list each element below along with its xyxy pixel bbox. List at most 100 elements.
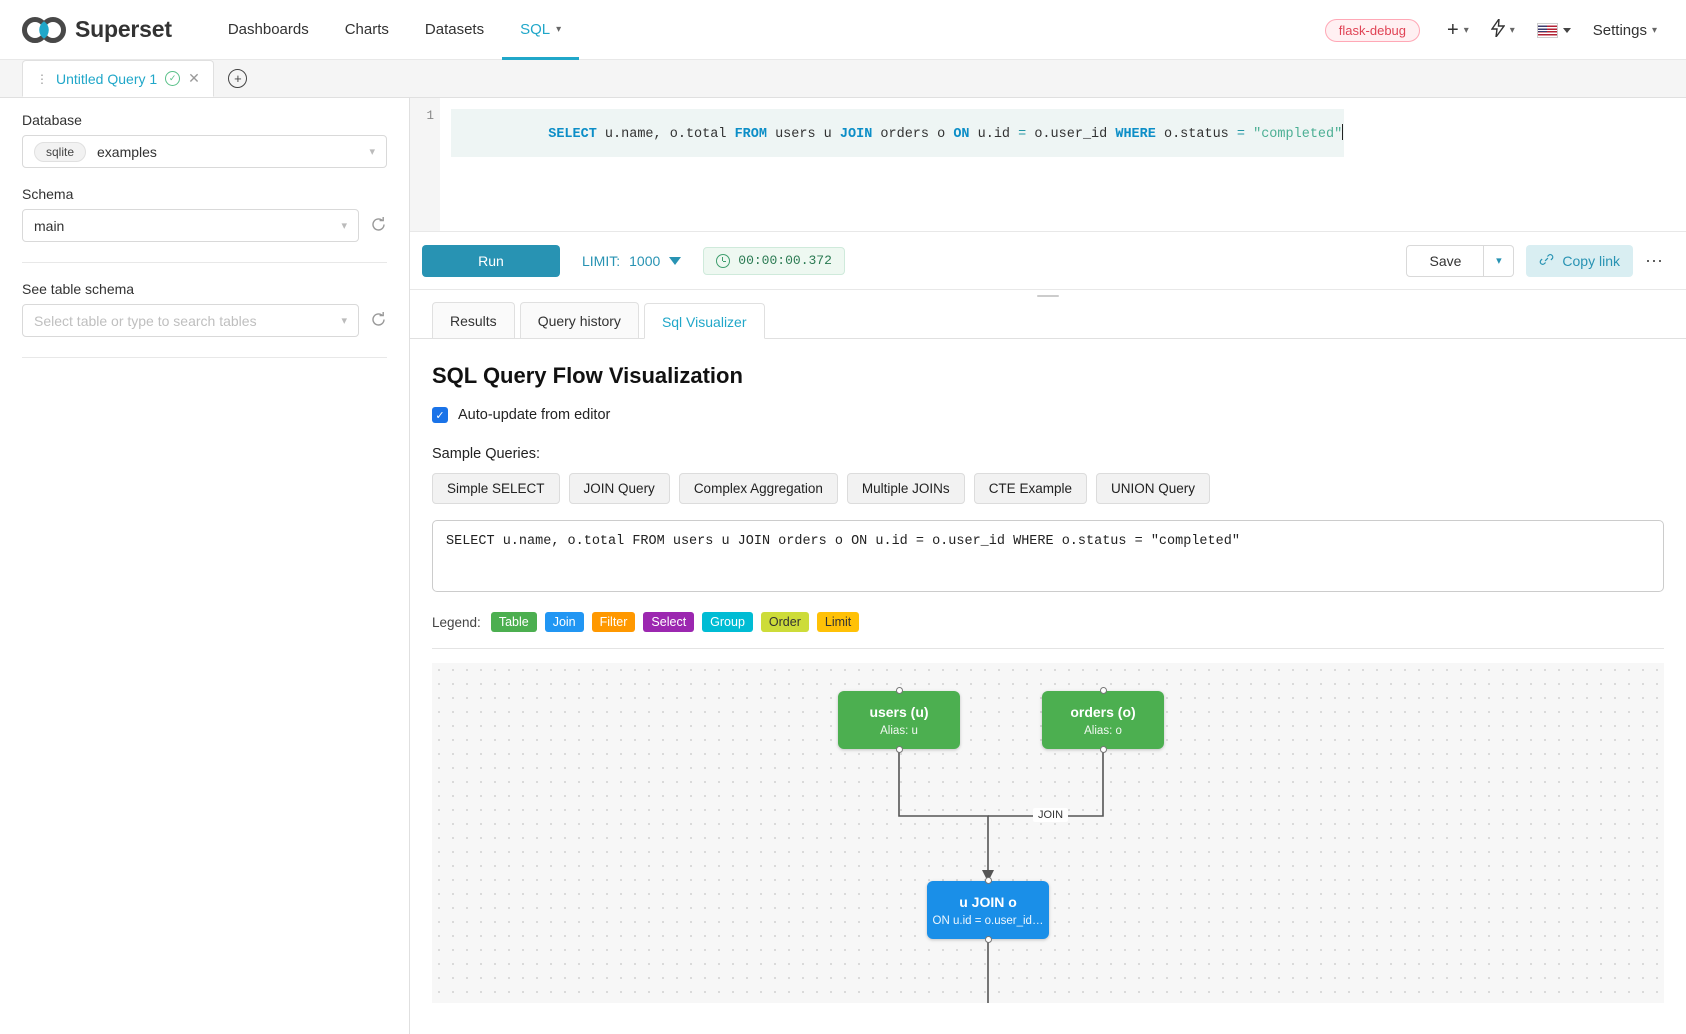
settings-menu-button[interactable]: Settings ▾ bbox=[1584, 0, 1666, 60]
drag-handle-icon[interactable]: ⋮ bbox=[36, 71, 48, 86]
nav-label: Charts bbox=[344, 20, 389, 38]
node-handle-top bbox=[1099, 687, 1107, 694]
query-input-textarea[interactable] bbox=[432, 520, 1664, 592]
schema-select[interactable]: main ▾ bbox=[22, 209, 359, 242]
nav-link-dashboards[interactable]: Dashboards bbox=[210, 0, 327, 60]
table-row: Select table or type to search tables ▾ bbox=[22, 304, 387, 337]
sample-query-buttons: Simple SELECT JOIN Query Complex Aggrega… bbox=[432, 473, 1664, 504]
table-schema-label: See table schema bbox=[22, 281, 135, 297]
panel-divider-2 bbox=[22, 357, 387, 358]
legend-chip-join: Join bbox=[544, 612, 584, 632]
caret-down-icon bbox=[1562, 27, 1571, 33]
nav-links: Dashboards Charts Datasets SQL ▾ bbox=[210, 0, 579, 60]
auto-update-checkbox[interactable]: ✓ bbox=[432, 407, 448, 423]
sample-queries-label: Sample Queries: bbox=[432, 446, 540, 462]
tab-results[interactable]: Results bbox=[432, 302, 515, 338]
tab-query-history[interactable]: Query history bbox=[519, 302, 639, 338]
sample-button-union-query[interactable]: UNION Query bbox=[1095, 473, 1210, 504]
caret-down-icon bbox=[669, 256, 682, 265]
limit-dropdown[interactable]: LIMIT: 1000 bbox=[582, 252, 682, 269]
page-title: SQL Query Flow Visualization bbox=[432, 363, 743, 388]
pane-resizer[interactable] bbox=[410, 290, 1686, 302]
node-title: u JOIN o bbox=[959, 893, 1017, 910]
brand-text: Superset bbox=[75, 16, 172, 42]
language-menu-button[interactable] bbox=[1528, 0, 1580, 60]
token-space bbox=[1245, 127, 1253, 142]
tab-sql-visualizer[interactable]: Sql Visualizer bbox=[643, 303, 765, 339]
refresh-tables-icon[interactable] bbox=[370, 311, 387, 331]
save-button[interactable]: Save bbox=[1406, 244, 1485, 277]
add-query-tab-button[interactable]: + bbox=[214, 60, 262, 97]
node-handle-bottom bbox=[895, 746, 903, 753]
database-engine-pill: sqlite bbox=[34, 141, 87, 162]
query-tab[interactable]: ⋮ Untitled Query 1 ✓ ✕ bbox=[22, 60, 214, 97]
sample-button-join-query[interactable]: JOIN Query bbox=[568, 473, 670, 504]
table-select[interactable]: Select table or type to search tables ▾ bbox=[22, 304, 359, 337]
flask-debug-badge: flask-debug bbox=[1324, 18, 1421, 42]
copy-link-label: Copy link bbox=[1562, 252, 1620, 269]
status-check-icon: ✓ bbox=[165, 71, 181, 86]
flow-canvas[interactable]: JOIN users (u) Alias: u orders (o) Alias… bbox=[432, 663, 1664, 1003]
sql-visualizer-panel: SQL Query Flow Visualization ✓ Auto-upda… bbox=[410, 339, 1686, 1034]
chevron-down-icon: ▾ bbox=[341, 220, 347, 232]
token-eq1: = bbox=[1018, 127, 1027, 142]
toolbar-right: Save ▾ Copy link ⋯ bbox=[1406, 244, 1664, 277]
nav-link-sql[interactable]: SQL ▾ bbox=[502, 0, 579, 60]
query-timer: 00:00:00.372 bbox=[703, 246, 845, 275]
query-tab-label: Untitled Query 1 bbox=[56, 70, 158, 87]
new-menu-button[interactable]: + ▾ bbox=[1438, 0, 1478, 60]
chevron-down-icon: ▾ bbox=[341, 315, 347, 327]
sql-editor[interactable]: 1 SELECT u.name, o.total FROM users u JO… bbox=[410, 98, 1686, 232]
legend: Legend: Table Join Filter Select Group O… bbox=[432, 612, 1664, 632]
bolt-menu-button[interactable]: ▾ bbox=[1482, 0, 1524, 60]
token-uid: u.id bbox=[969, 127, 1019, 142]
more-options-icon[interactable]: ⋯ bbox=[1645, 250, 1664, 271]
chevron-down-icon: ▾ bbox=[1496, 255, 1502, 267]
save-dropdown-button[interactable]: ▾ bbox=[1484, 244, 1515, 277]
editor-code-area[interactable]: SELECT u.name, o.total FROM users u JOIN… bbox=[440, 98, 1686, 231]
edge-label-join: JOIN bbox=[1033, 808, 1069, 822]
nav-link-charts[interactable]: Charts bbox=[327, 0, 407, 60]
refresh-schema-icon[interactable] bbox=[370, 216, 387, 236]
sample-button-complex-aggregation[interactable]: Complex Aggregation bbox=[678, 473, 838, 504]
database-label: Database bbox=[22, 112, 82, 128]
legend-chip-group: Group bbox=[702, 612, 753, 632]
node-handle-bottom bbox=[1099, 746, 1107, 753]
plus-circle-icon: + bbox=[228, 69, 248, 88]
token-ouserid: o.user_id bbox=[1026, 127, 1116, 142]
auto-update-row: ✓ Auto-update from editor bbox=[432, 407, 1664, 423]
nav-link-datasets[interactable]: Datasets bbox=[407, 0, 502, 60]
copy-link-button[interactable]: Copy link bbox=[1526, 244, 1633, 277]
node-subtitle: Alias: u bbox=[880, 724, 918, 737]
sample-button-simple-select[interactable]: Simple SELECT bbox=[432, 473, 560, 504]
us-flag-icon bbox=[1536, 22, 1558, 38]
flow-node-orders[interactable]: orders (o) Alias: o bbox=[1042, 687, 1164, 753]
legend-chip-limit: Limit bbox=[816, 612, 860, 632]
superset-logo-icon bbox=[22, 16, 66, 43]
navbar-right: flask-debug + ▾ ▾ Settings ▾ bbox=[1324, 0, 1666, 60]
token-on: ON bbox=[953, 127, 970, 142]
close-icon[interactable]: ✕ bbox=[188, 70, 200, 86]
limit-value: 1000 bbox=[629, 252, 661, 269]
editor-gutter: 1 bbox=[410, 98, 440, 231]
run-button[interactable]: Run bbox=[422, 244, 560, 277]
token-completed: "completed" bbox=[1253, 127, 1343, 142]
flow-edges bbox=[898, 749, 1104, 1003]
flow-node-join[interactable]: u JOIN o ON u.id = o.user_id… bbox=[927, 877, 1049, 943]
brand[interactable]: Superset bbox=[22, 16, 172, 43]
schema-value: main bbox=[34, 217, 65, 234]
database-select[interactable]: sqlite examples ▾ bbox=[22, 135, 387, 168]
sample-button-multiple-joins[interactable]: Multiple JOINs bbox=[846, 473, 965, 504]
legend-chip-select: Select bbox=[643, 612, 695, 632]
table-placeholder: Select table or type to search tables bbox=[34, 312, 257, 329]
line-number: 1 bbox=[426, 109, 434, 123]
database-value: examples bbox=[97, 143, 157, 160]
left-panel: Database sqlite examples ▾ Schema main ▾… bbox=[0, 98, 410, 1034]
flow-node-users[interactable]: users (u) Alias: u bbox=[838, 687, 960, 753]
node-handle-top bbox=[895, 687, 903, 694]
sql-toolbar: Run LIMIT: 1000 00:00:00.372 Save ▾ bbox=[410, 232, 1686, 290]
link-icon bbox=[1539, 252, 1554, 270]
chevron-down-icon: ▾ bbox=[1509, 24, 1515, 36]
sample-button-cte-example[interactable]: CTE Example bbox=[973, 473, 1087, 504]
